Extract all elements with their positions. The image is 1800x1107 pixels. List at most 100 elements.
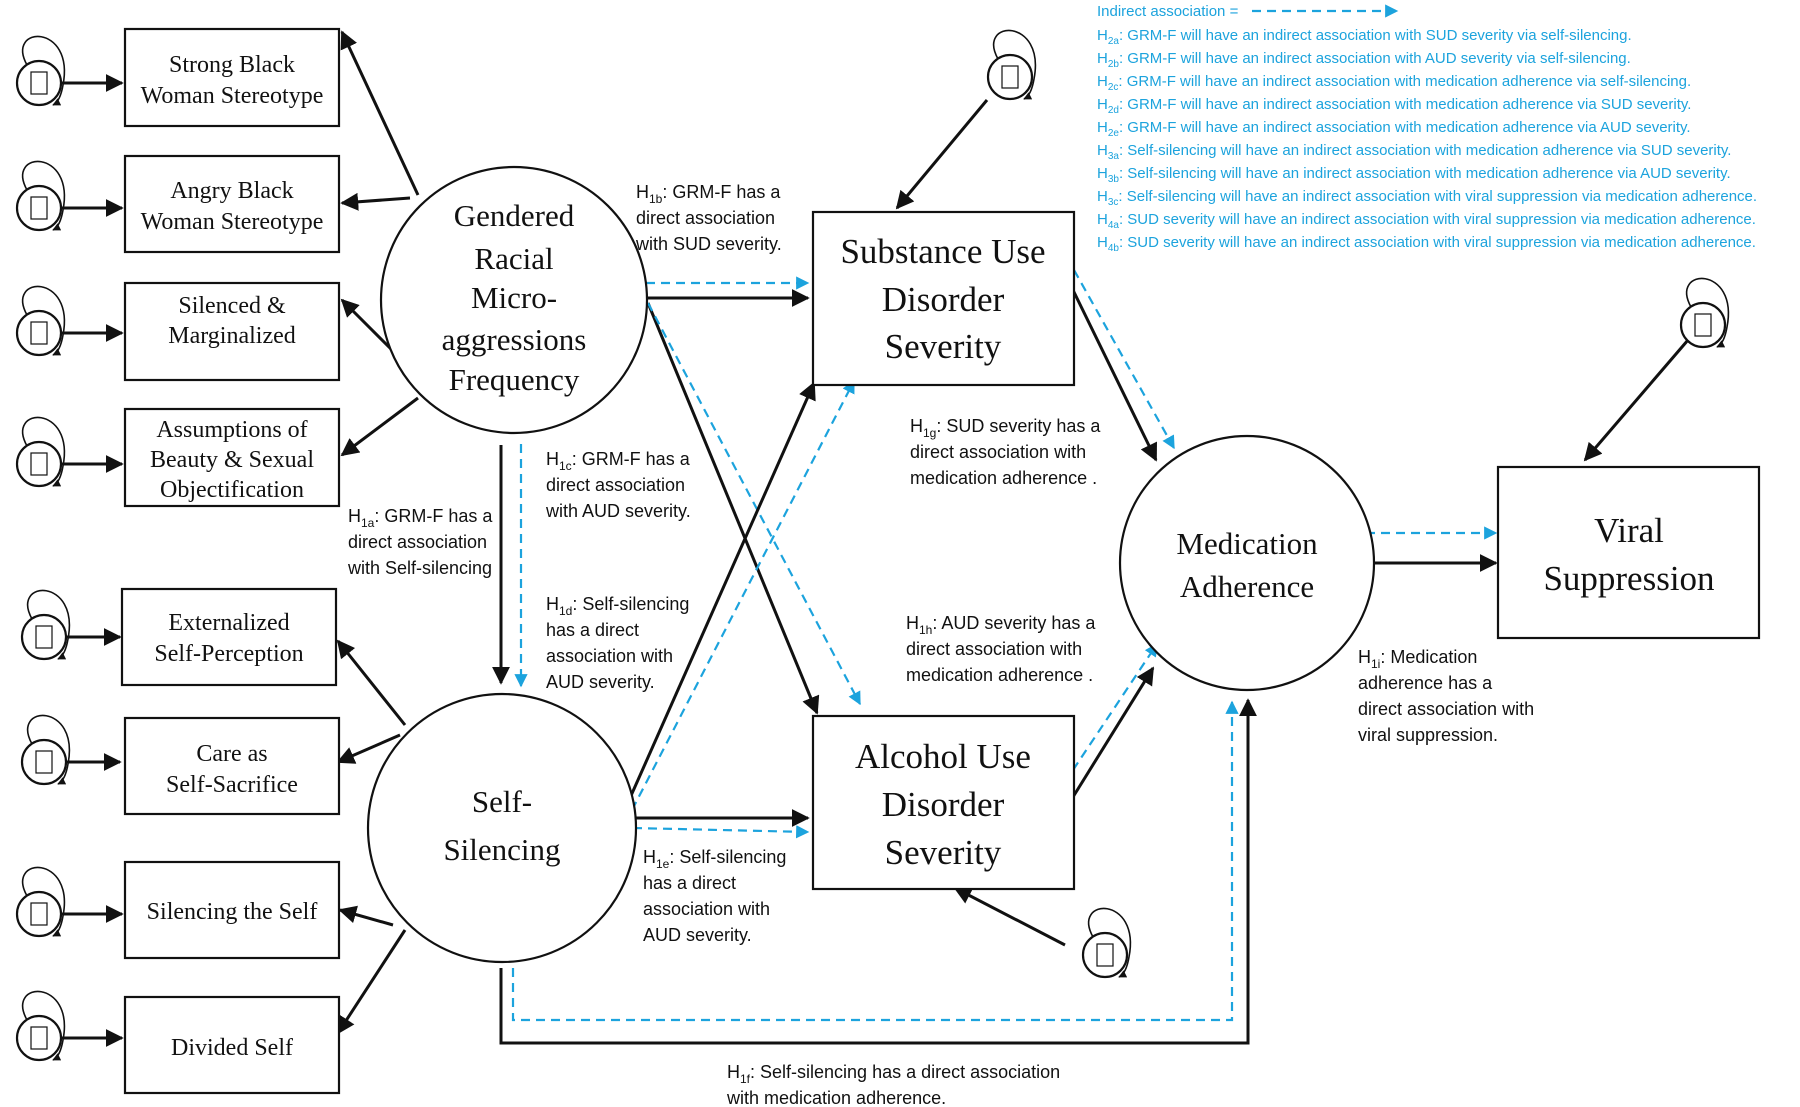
arrow-h1f (499, 698, 1257, 1045)
grm-line-1: Gendered (454, 198, 575, 233)
error-variance-icon (15, 35, 66, 107)
indicator-silencing-the-self: Silencing the Self (123, 860, 341, 960)
label-h1b-line: with SUD severity. (635, 234, 782, 254)
error-terms (15, 29, 1730, 1062)
arrow-ss-silencing (338, 905, 394, 927)
ss-line-1: Self- (472, 784, 532, 819)
label-h1g-line: H1g: SUD severity has a (910, 416, 1101, 440)
arrow-h1g (1070, 287, 1158, 462)
label-h1c-line: with AUD severity. (545, 501, 691, 521)
error-variance-icon (15, 160, 66, 232)
silenced-line-2: Marginalized (168, 323, 296, 349)
arrow-ss-external (336, 639, 407, 726)
care-line-2: Self-Sacrifice (166, 772, 298, 798)
arrow-h3c-dashed (511, 700, 1239, 1022)
label-h1e-line: has a direct (643, 873, 736, 893)
arrow-ss-divided (336, 929, 407, 1035)
label-h1f: H1f: Self-silencing has a direct associa… (726, 1062, 1060, 1107)
error-variance-icon (20, 589, 71, 661)
sud-severity-box: Substance Use Disorder Severity (811, 210, 1076, 387)
latent-grm-frequency: Gendered Racial Micro- aggressions Frequ… (379, 165, 649, 435)
sud-line-2: Disorder (882, 280, 1005, 319)
legend-item: H2a: GRM-F will have an indirect associa… (1097, 27, 1632, 47)
arrow-h2b-dashed (647, 302, 861, 706)
legend-item: H2c: GRM-F will have an indirect associa… (1097, 73, 1691, 93)
arrow-err-aud (953, 886, 1066, 947)
viral-line-2: Suppression (1543, 559, 1714, 598)
error-variance-icon (1679, 277, 1730, 349)
legend-item: H4a: SUD severity will have an indirect … (1097, 211, 1756, 231)
grm-line-2: Racial (474, 241, 553, 276)
error-variance-icon (15, 990, 66, 1062)
label-h1e-line: AUD severity. (643, 925, 752, 945)
arrow-aud-med-dashed (1072, 642, 1158, 771)
label-h1h-line: H1h: AUD severity has a (906, 613, 1096, 637)
med-line-2: Adherence (1180, 569, 1314, 604)
error-variance-icon (1081, 907, 1132, 979)
indicator-care-self-sacrifice: Care as Self-Sacrifice (123, 716, 341, 816)
arrow-grm-angry (340, 192, 411, 211)
legend-title: Indirect association = (1097, 3, 1239, 20)
label-h1e-line: H1e: Self-silencing (643, 847, 786, 871)
label-h1i-line: H1i: Medication (1358, 647, 1477, 671)
error-variance-icon (15, 866, 66, 938)
legend-item: H4b: SUD severity will have an indirect … (1097, 234, 1756, 254)
legend-item: H2e: GRM-F will have an indirect associa… (1097, 119, 1691, 139)
sud-line-1: Substance Use (840, 232, 1045, 271)
label-h1i-line: direct association with (1358, 699, 1534, 719)
indicator-silenced-marginalized: Silenced & Marginalized (123, 281, 341, 382)
arrow-grm-strong (340, 30, 420, 196)
latent-medication-adherence: Medication Adherence (1118, 434, 1376, 692)
legend-item: H2b: GRM-F will have an indirect associa… (1097, 50, 1631, 70)
legend-items: H2a: GRM-F will have an indirect associa… (1097, 27, 1757, 254)
label-h1i-line: viral suppression. (1358, 725, 1498, 745)
error-variance-icon (15, 416, 66, 488)
ss-line-2: Silencing (443, 832, 560, 867)
arrow-h1e-dashed (632, 825, 810, 839)
indicator-divided-self: Divided Self (123, 995, 341, 1095)
angry-line-1: Angry Black (170, 178, 293, 204)
label-h1c-line: H1c: GRM-F has a (546, 449, 691, 473)
beauty-line-2: Beauty & Sexual (150, 447, 314, 473)
arrow-grm-beauty (340, 396, 419, 457)
arrow-h1h (1071, 666, 1155, 798)
legend-item: H2d: GRM-F will have an indirect associa… (1097, 96, 1691, 116)
indicator-angry-black-woman: Angry Black Woman Stereotype (123, 154, 341, 254)
label-h1g-line: direct association with (910, 442, 1086, 462)
arrow-ss-sud (628, 381, 816, 799)
label-h1f-line: H1f: Self-silencing has a direct associa… (727, 1062, 1060, 1086)
label-h1e-line: association with (643, 899, 770, 919)
beauty-line-3: Objectification (160, 477, 304, 503)
legend-item: H3a: Self-silencing will have an indirec… (1097, 142, 1731, 162)
legend-item: H3b: Self-silencing will have an indirec… (1097, 165, 1731, 185)
beauty-line-1: Assumptions of (156, 417, 307, 443)
label-h1d-line: AUD severity. (546, 672, 655, 692)
label-h1a-line: with Self-silencing (347, 558, 492, 578)
label-h1h-line: medication adherence . (906, 665, 1093, 685)
arrow-sud-med-dashed (1073, 269, 1175, 450)
error-variance-icon (15, 285, 66, 357)
grm-line-5: Frequency (449, 362, 580, 397)
indicator-externalized-self-perception: Externalized Self-Perception (120, 587, 338, 687)
grm-line-3: Micro- (471, 280, 557, 315)
aud-line-3: Severity (885, 833, 1002, 872)
label-h1a-line: H1a: GRM-F has a (348, 506, 493, 530)
indicator-strong-black-woman: Strong Black Woman Stereotype (123, 27, 341, 128)
med-line-1: Medication (1176, 526, 1318, 561)
aud-severity-box: Alcohol Use Disorder Severity (811, 714, 1076, 891)
viral-line-1: Viral (1594, 511, 1664, 550)
legend: Indirect association = H2a: GRM-F will h… (1097, 3, 1757, 254)
silenced-line-1: Silenced & (178, 293, 286, 319)
angry-line-2: Woman Stereotype (141, 209, 324, 235)
label-h1d-line: has a direct (546, 620, 639, 640)
